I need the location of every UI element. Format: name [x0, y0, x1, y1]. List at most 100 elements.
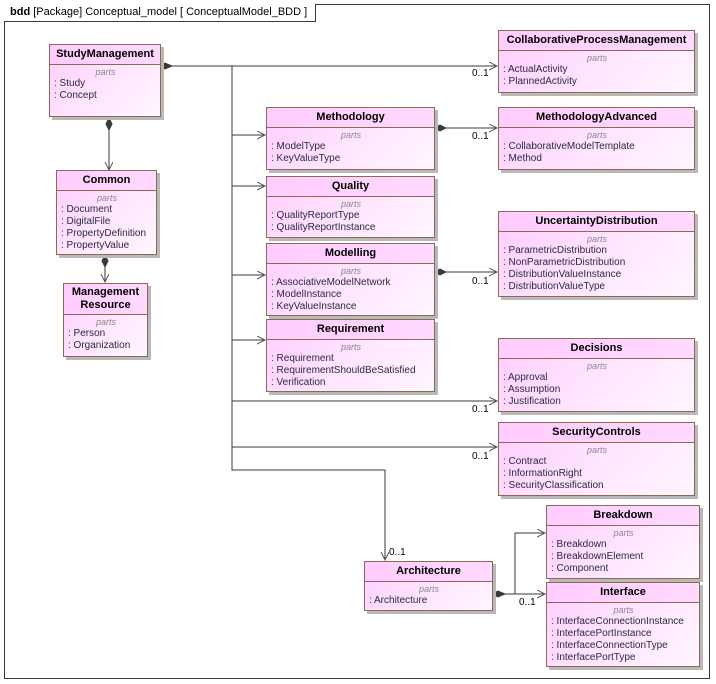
- part-item: : Contract: [503, 456, 547, 467]
- parts-compartment: parts : ModelType : KeyValueType: [267, 128, 434, 168]
- part-item: : Method: [503, 153, 542, 164]
- part-item: : Approval: [503, 372, 548, 383]
- compartment-label: parts: [96, 193, 117, 203]
- parts-compartment: parts : Contract : InformationRight : Se…: [499, 443, 694, 495]
- block-name: Decisions: [499, 339, 694, 359]
- part-item: : QualityReportInstance: [271, 222, 376, 233]
- part-item: : RequirementShouldBeSatisfied: [271, 365, 416, 376]
- part-item: : SecurityClassification: [503, 480, 604, 491]
- block-name: Common: [57, 171, 156, 191]
- parts-compartment: parts : Study : Concept: [50, 65, 160, 105]
- composite-diamond: [490, 590, 507, 598]
- part-item: : PropertyDefinition: [61, 228, 147, 239]
- block-decisions[interactable]: Decisions parts : Approval : Assumption …: [498, 338, 695, 412]
- block-management-resource[interactable]: Management Resource parts : Person : Org…: [63, 283, 148, 357]
- part-item: : Component: [551, 563, 609, 574]
- part-item: : InterfaceConnectionInstance: [551, 616, 684, 627]
- part-item: : Person: [68, 328, 106, 339]
- block-name: CollaborativeProcessManagement: [499, 31, 694, 51]
- parts-compartment: parts : Approval : Assumption : Justific…: [499, 359, 694, 411]
- block-interface[interactable]: Interface parts : InterfaceConnectionIns…: [546, 582, 700, 667]
- compartment-label: parts: [586, 130, 607, 140]
- part-item: : DistributionValueInstance: [503, 269, 622, 280]
- part-item: : Requirement: [271, 353, 334, 364]
- block-methodology[interactable]: Methodology parts : ModelType : KeyValue…: [266, 107, 435, 170]
- part-item: : InterfacePortInstance: [551, 628, 652, 639]
- part-item: : ParametricDistribution: [503, 245, 607, 256]
- parts-compartment: parts : Architecture: [365, 582, 492, 610]
- parts-compartment: parts : InterfaceConnectionInstance : In…: [547, 603, 699, 667]
- part-item: : Justification: [503, 396, 561, 407]
- compartment-label: parts: [613, 528, 634, 538]
- compartment-label: parts: [613, 605, 634, 615]
- block-methodology-advanced[interactable]: MethodologyAdvanced parts : Collaborativ…: [498, 107, 695, 170]
- block-breakdown[interactable]: Breakdown parts : Breakdown : BreakdownE…: [546, 505, 700, 579]
- compartment-label: parts: [586, 445, 607, 455]
- block-name: StudyManagement: [50, 45, 160, 65]
- part-item: : Document: [61, 204, 113, 215]
- compartment-label: parts: [340, 342, 361, 352]
- compartment-label: parts: [340, 199, 361, 209]
- block-study-management[interactable]: StudyManagement parts : Study : Concept: [49, 44, 161, 117]
- parts-compartment: parts : Document : DigitalFile : Propert…: [57, 191, 156, 255]
- part-item: : PlannedActivity: [503, 76, 577, 87]
- part-item: : Breakdown: [551, 539, 607, 550]
- block-name: SecurityControls: [499, 423, 694, 443]
- block-name: UncertaintyDistribution: [499, 212, 694, 232]
- diagram-title: [Package] Conceptual_model [ ConceptualM…: [33, 6, 308, 18]
- multiplicity-label: 0..1: [472, 404, 489, 415]
- block-common[interactable]: Common parts : Document : DigitalFile : …: [56, 170, 157, 255]
- composite-diamond: [432, 124, 448, 132]
- block-name: Breakdown: [547, 506, 699, 526]
- part-item: : CollaborativeModelTemplate: [503, 141, 635, 152]
- diagram-frame-header: bdd [Package] Conceptual_model [ Concept…: [4, 4, 317, 22]
- block-name: Quality: [267, 177, 434, 197]
- part-item: : InformationRight: [503, 468, 582, 479]
- compartment-label: parts: [95, 67, 116, 77]
- block-modelling[interactable]: Modelling parts : AssociativeModelNetwor…: [266, 243, 435, 316]
- part-item: : InterfacePortType: [551, 652, 636, 663]
- multiplicity-label: 0..1: [472, 276, 489, 287]
- parts-compartment: parts : Person : Organization: [64, 315, 147, 355]
- part-item: : QualityReportType: [271, 210, 360, 221]
- edge-trunk: [231, 66, 386, 560]
- parts-compartment: parts : AssociativeModelNetwork : ModelI…: [267, 264, 434, 316]
- block-requirement[interactable]: Requirement parts : Requirement : Requir…: [266, 319, 435, 392]
- compartment-label: parts: [586, 53, 607, 63]
- block-name: Management Resource: [64, 284, 147, 315]
- block-collaborative-process-management[interactable]: CollaborativeProcessManagement parts : A…: [498, 30, 695, 93]
- edge-arch-to-breakdown: [494, 533, 545, 595]
- block-name: MethodologyAdvanced: [499, 108, 694, 128]
- block-name: Modelling: [267, 244, 434, 264]
- part-item: : Architecture: [369, 595, 428, 606]
- multiplicity-label: 0..1: [389, 547, 406, 558]
- compartment-label: parts: [340, 266, 361, 276]
- part-item: : InterfaceConnectionType: [551, 640, 668, 651]
- block-uncertainty-distribution[interactable]: UncertaintyDistribution parts : Parametr…: [498, 211, 695, 297]
- composite-diamond: [101, 253, 109, 269]
- compartment-label: parts: [586, 234, 607, 244]
- diagram-kind: bdd: [10, 6, 31, 18]
- block-name: Methodology: [267, 108, 434, 128]
- part-item: : DistributionValueType: [503, 281, 606, 292]
- block-architecture[interactable]: Architecture parts : Architecture: [364, 561, 493, 611]
- part-item: : ModelInstance: [271, 289, 342, 300]
- parts-compartment: parts : CollaborativeModelTemplate : Met…: [499, 128, 694, 168]
- part-item: : NonParametricDistribution: [503, 257, 626, 268]
- multiplicity-label: 0..1: [519, 597, 536, 608]
- compartment-label: parts: [340, 130, 361, 140]
- parts-compartment: parts : Requirement : RequirementShouldB…: [267, 340, 434, 392]
- part-item: : KeyValueInstance: [271, 301, 357, 312]
- composite-diamond: [105, 116, 113, 132]
- parts-compartment: parts : ActualActivity : PlannedActivity: [499, 51, 694, 91]
- block-name: Architecture: [365, 562, 492, 582]
- part-item: : ModelType: [271, 141, 326, 152]
- block-quality[interactable]: Quality parts : QualityReportType : Qual…: [266, 176, 435, 238]
- part-item: : Verification: [271, 377, 326, 388]
- block-security-controls[interactable]: SecurityControls parts : Contract : Info…: [498, 422, 695, 496]
- multiplicity-label: 0..1: [472, 68, 489, 79]
- part-item: : PropertyValue: [61, 240, 130, 251]
- composite-diamond: [159, 62, 174, 70]
- multiplicity-label: 0..1: [472, 131, 489, 142]
